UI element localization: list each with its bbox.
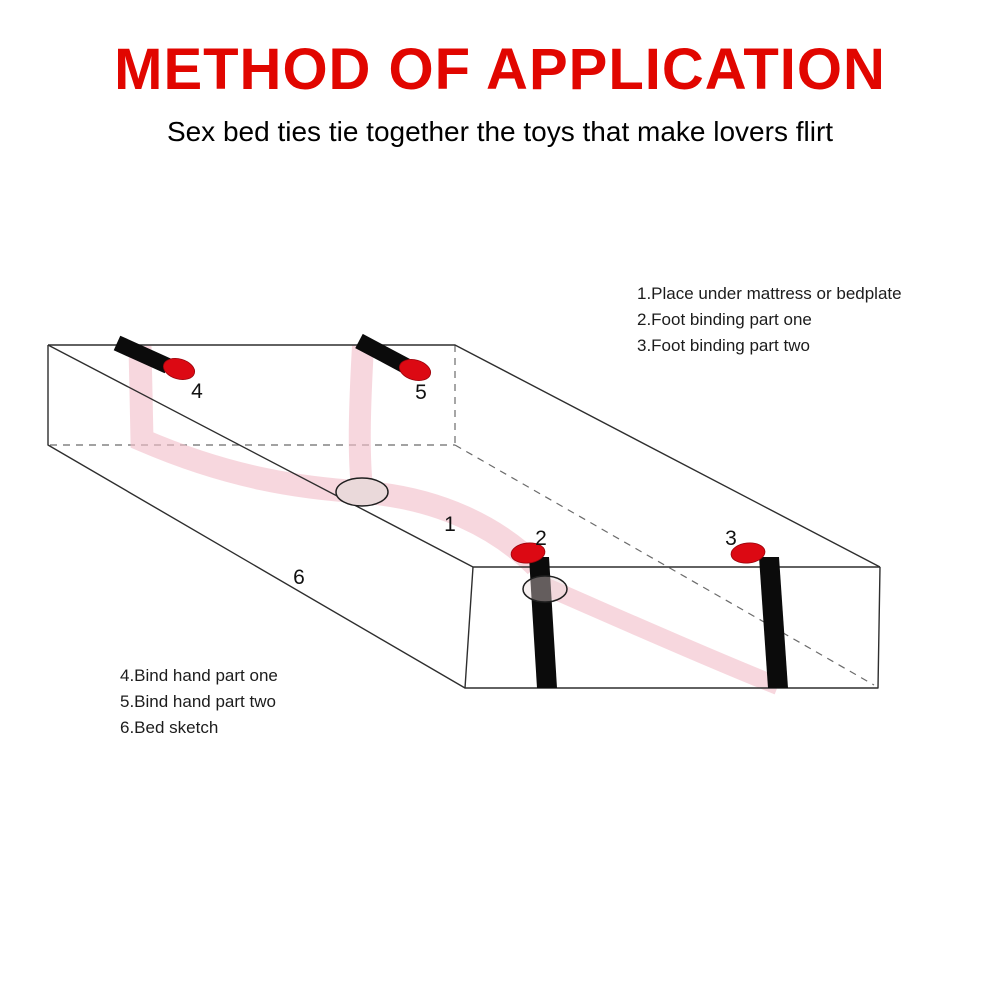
legend-item-1: 1.Place under mattress or bedplate (637, 284, 902, 303)
legend-item-6: 6.Bed sketch (120, 718, 219, 737)
foot-strap-2 (529, 557, 557, 688)
foot-strap-3 (759, 557, 788, 688)
strap-tip-4 (162, 358, 196, 380)
legend-item-4: 4.Bind hand part one (120, 666, 278, 685)
diagram-label-6: 6 (293, 566, 305, 589)
diagram-label-2: 2 (535, 527, 547, 550)
diagram-label-5: 5 (415, 381, 427, 404)
diagram-label-1: 1 (444, 513, 456, 536)
legend-item-5: 5.Bind hand part two (120, 692, 276, 711)
legend-foot-straps: 1.Place under mattress or bedplate 2.Foo… (637, 281, 902, 359)
page-subtitle: Sex bed ties tie together the toys that … (166, 116, 834, 147)
page-title: METHOD OF APPLICATION (114, 37, 886, 102)
legend-item-3: 3.Foot binding part two (637, 336, 810, 355)
connector-ring-front (522, 575, 568, 603)
strap-tip-5 (398, 359, 432, 381)
legend-hand-straps: 4.Bind hand part one 5.Bind hand part tw… (120, 663, 278, 741)
bed-outline (47, 344, 881, 689)
bed-hidden-edges (50, 345, 875, 686)
diagram-label-4: 4 (191, 380, 203, 403)
hand-strap-4 (113, 335, 172, 374)
connector-ring-top (335, 477, 389, 507)
bind-straps (113, 333, 788, 688)
strap-tip-2 (510, 542, 546, 564)
legend-item-2: 2.Foot binding part one (637, 310, 812, 329)
diagram-label-3: 3 (725, 527, 737, 550)
hand-strap-5 (355, 333, 410, 374)
strap-tip-3 (730, 542, 766, 564)
under-mattress-strap (128, 345, 782, 695)
diagram-number-labels: 1 2 3 4 5 6 (191, 380, 737, 589)
